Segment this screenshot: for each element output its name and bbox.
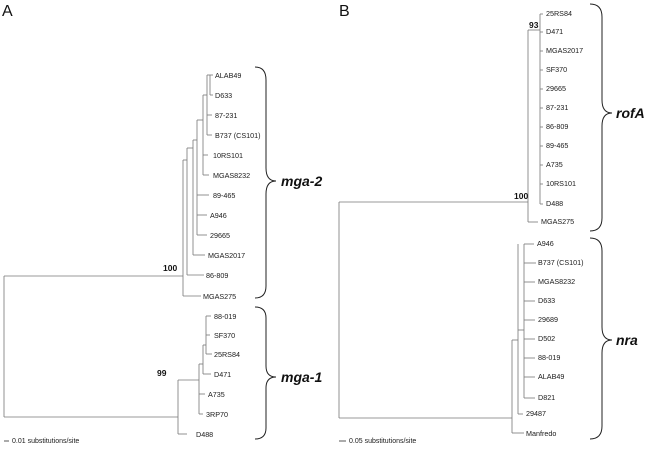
- taxon-label: 88-019: [538, 353, 560, 362]
- taxon-label: A735: [208, 390, 225, 399]
- taxon-label: 87-231: [546, 103, 568, 112]
- taxon-label: MGAS8232: [538, 277, 575, 286]
- scale-label: 0.01 substitutions/site: [12, 438, 79, 445]
- taxon-label: 29487: [526, 409, 546, 418]
- panel-b-letter: B: [339, 3, 350, 20]
- clade-label: mga-2: [281, 173, 322, 189]
- taxon-label: A946: [210, 211, 227, 220]
- panel-a-letter: A: [2, 3, 13, 20]
- taxon-label: 10RS101: [213, 151, 243, 160]
- taxon-label: 25RS84: [546, 9, 572, 18]
- clade-brace: [589, 3, 613, 232]
- taxon-label: MGAS8232: [213, 171, 250, 180]
- panel-a-taxa: ALAB49 D633 87-231 B737 (CS101) 10RS101 …: [196, 71, 261, 439]
- scale-label: 0.05 substitutions/site: [349, 438, 416, 445]
- taxon-label: 89-465: [213, 191, 235, 200]
- bootstrap-label: 99: [157, 368, 167, 378]
- taxon-label: A735: [546, 160, 563, 169]
- taxon-label: SF370: [546, 65, 567, 74]
- clade-brace: [589, 237, 613, 440]
- taxon-label: 29665: [546, 84, 566, 93]
- taxon-label: D633: [215, 91, 232, 100]
- panel-b: B: [338, 3, 645, 445]
- taxon-label: 29689: [538, 315, 558, 324]
- bootstrap-label: 93: [529, 20, 539, 30]
- taxon-label: 86-809: [546, 122, 568, 131]
- bootstrap-label: 100: [163, 263, 177, 273]
- taxon-label: D471: [214, 370, 231, 379]
- clade-label: rofA: [616, 105, 645, 121]
- taxon-label: 89-465: [546, 141, 568, 150]
- panel-b-taxa: 25RS84 D471 MGAS2017 SF370 29665 87-231 …: [526, 9, 584, 438]
- taxon-label: 3RP70: [206, 410, 228, 419]
- clade-brace: [254, 66, 277, 299]
- clade-brace: [254, 306, 277, 440]
- taxon-label: MGAS275: [541, 217, 574, 226]
- panel-a-tree: [3, 74, 213, 435]
- taxon-label: 25RS84: [214, 350, 240, 359]
- taxon-label: D471: [546, 27, 563, 36]
- clade-label: nra: [616, 332, 638, 348]
- taxon-label: MGAS275: [203, 292, 236, 301]
- taxon-label: SF370: [214, 331, 235, 340]
- panel-b-tree: [338, 13, 543, 434]
- taxon-label: 86-809: [206, 271, 228, 280]
- taxon-label: D633: [538, 296, 555, 305]
- taxon-label: D502: [538, 334, 555, 343]
- taxon-label: D821: [538, 393, 555, 402]
- taxon-label: ALAB49: [538, 372, 564, 381]
- taxon-label: 87-231: [215, 111, 237, 120]
- taxon-label: 88-019: [214, 312, 236, 321]
- panel-a: A: [2, 3, 322, 445]
- taxon-label: B737 (CS101): [538, 258, 584, 267]
- taxon-label: 29665: [210, 231, 230, 240]
- clade-label: mga-1: [281, 369, 322, 385]
- taxon-label: Manfredo: [526, 429, 556, 438]
- bootstrap-label: 100: [514, 191, 528, 201]
- taxon-label: A946: [537, 239, 554, 248]
- taxon-label: 10RS101: [546, 179, 576, 188]
- taxon-label: ALAB49: [215, 71, 241, 80]
- taxon-label: MGAS2017: [208, 251, 245, 260]
- taxon-label: MGAS2017: [546, 46, 583, 55]
- taxon-label: B737 (CS101): [215, 131, 261, 140]
- taxon-label: D488: [196, 430, 213, 439]
- taxon-label: D488: [546, 199, 563, 208]
